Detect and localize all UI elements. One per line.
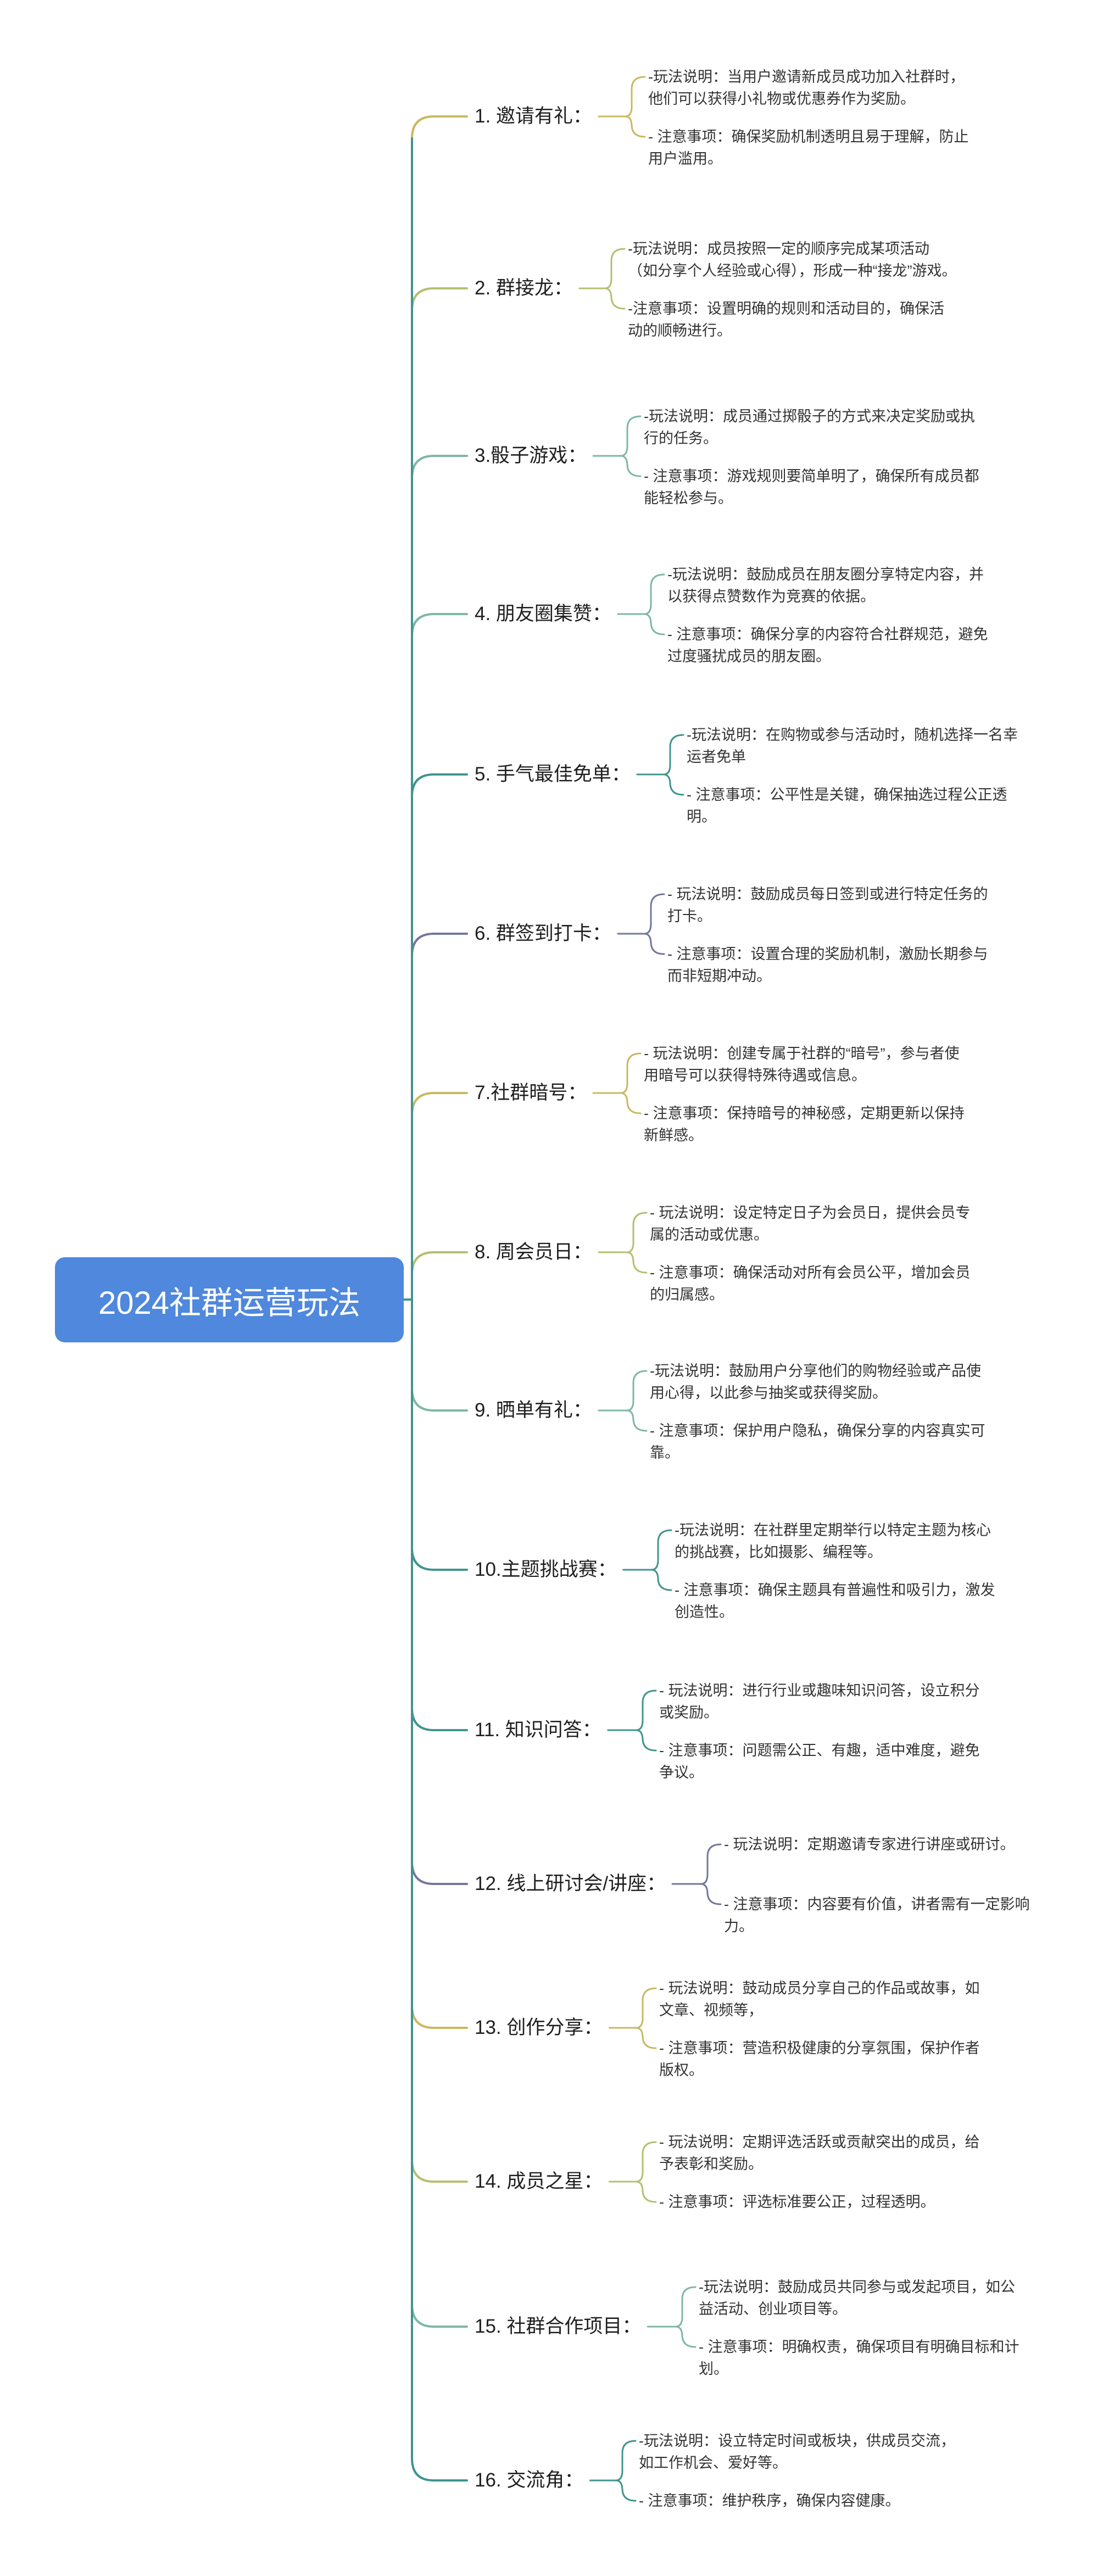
note-bracket: [604, 248, 626, 310]
note-rule: -玩法说明：设立特定时间或板块，供成员交流，如工作机会、爱好等。: [639, 2433, 955, 2471]
note-rule: - 玩法说明：定期邀请专家进行讲座或研讨。: [724, 1836, 1015, 1853]
branch-title[interactable]: 14. 成员之星：: [475, 2171, 603, 2192]
branch-title[interactable]: 13. 创作分享：: [475, 2017, 603, 2038]
note-rule: -玩法说明：鼓励成员在朋友圈分享特定内容，并以获得点赞数作为竞赛的依据。: [667, 566, 984, 605]
note-caution: - 注意事项：营造积极健康的分享氛围，保护作者版权。: [659, 2040, 980, 2078]
branch-title[interactable]: 16. 交流角：: [475, 2469, 584, 2491]
branch-connector: [411, 115, 468, 140]
branch-title[interactable]: 1. 邀请有礼：: [475, 105, 592, 127]
note-rule: -玩法说明：鼓励用户分享他们的购物经验或产品使用心得，以此参与抽奖或获得奖励。: [650, 1363, 981, 1401]
note-caution: - 注意事项：问题需公正、有趣，适中难度，避免争议。: [659, 1742, 980, 1781]
branch-title[interactable]: 9. 晒单有礼：: [475, 1399, 592, 1421]
branch-title[interactable]: 12. 线上研讨会/讲座：: [475, 1873, 666, 1894]
note-bracket: [636, 1987, 657, 2049]
note-caution: -注意事项：设置明确的规则和活动目的，确保活动的顺畅进行。: [628, 300, 944, 339]
branch-title[interactable]: 3.骰子游戏：: [475, 445, 587, 466]
branch-title[interactable]: 5. 手气最佳免单：: [475, 763, 631, 785]
branch-title[interactable]: 15. 社群合作项目：: [475, 2316, 642, 2337]
note-bracket: [626, 1212, 648, 1274]
note-rule: - 玩法说明：设定特定日子为会员日，提供会员专属的活动或优惠。: [650, 1205, 971, 1243]
note-bracket: [615, 2440, 637, 2502]
note-bracket: [644, 573, 665, 635]
note-bracket: [644, 893, 665, 955]
note-rule: - 玩法说明：创建专属于社群的“暗号”，参与者使用暗号可以获得特殊待遇或信息。: [644, 1045, 960, 1084]
branch-connector: [411, 1387, 468, 1412]
note-rule: - 玩法说明：定期评选活跃或贡献突出的成员，给予表彰和奖励。: [659, 2134, 980, 2172]
note-rule: -玩法说明：在社群里定期举行以特定主题为核心的挑战赛，比如摄影、编程等。: [675, 1522, 991, 1560]
branch-connector: [411, 933, 468, 957]
branch-title[interactable]: 6. 群签到打卡：: [475, 923, 611, 944]
branch-connector: [411, 2304, 468, 2328]
note-rule: -玩法说明：成员按照一定的顺序完成某项活动（如分享个人经验或心得），形成一种“接…: [628, 241, 957, 279]
note-bracket: [626, 1370, 648, 1432]
note-rule: - 玩法说明：鼓动成员分享自己的作品或故事，如文章、视频等，: [659, 1980, 980, 2019]
note-caution: - 注意事项：保持暗号的神秘感，定期更新以保持新鲜感。: [644, 1105, 965, 1144]
branch-title[interactable]: 2. 群接龙：: [475, 277, 573, 299]
note-bracket: [620, 415, 642, 477]
branch-connector: [411, 455, 468, 479]
note-bracket: [651, 1529, 672, 1591]
note-bracket: [636, 1690, 657, 1752]
branch-connector: [411, 773, 468, 798]
branch-connector: [411, 1547, 468, 1571]
branch-connector: [411, 2159, 468, 2183]
branch-title[interactable]: 11. 知识问答：: [475, 1719, 601, 1741]
note-caution: - 注意事项：确保活动对所有会员公平，增加会员的归属感。: [650, 1264, 971, 1303]
branch-connector: [411, 1092, 468, 1116]
root-topic[interactable]: 2024社群运营玩法: [55, 1257, 404, 1342]
note-caution: - 注意事项：游戏规则要简单明了，确保所有成员都能轻松参与。: [644, 468, 979, 506]
note-rule: - 玩法说明：进行行业或趣味知识问答，设立积分或奖励。: [659, 1682, 980, 1721]
branch-title[interactable]: 4. 朋友圈集赞：: [475, 603, 611, 625]
note-rule: -玩法说明：成员通过掷骰子的方式来决定奖励或执行的任务。: [644, 408, 975, 447]
branch-connector: [411, 1861, 468, 1885]
note-bracket: [620, 1052, 642, 1114]
note-caution: - 注意事项：确保奖励机制透明且易于理解，防止用户滥用。: [648, 129, 969, 167]
branch-title[interactable]: 10.主题挑战赛：: [475, 1559, 617, 1580]
note-bracket: [636, 2141, 657, 2203]
note-rule: -玩法说明：鼓励成员共同参与或发起项目，如公益活动、创业项目等。: [699, 2279, 1015, 2317]
note-bracket: [625, 76, 646, 138]
note-caution: - 注意事项：设置合理的奖励机制，激励长期参与而非短期冲动。: [667, 946, 988, 984]
branch-connector: [411, 287, 468, 311]
note-caution: - 注意事项：明确权责，确保项目有明确目标和计划。: [699, 2339, 1020, 2377]
branch-connector: [411, 1707, 468, 1731]
note-rule: - 玩法说明：鼓励成员每日签到或进行特定任务的打卡。: [667, 886, 988, 924]
note-caution: - 注意事项：公平性是关键，确保抽选过程公正透明。: [687, 787, 1007, 825]
note-rule: -玩法说明：当用户邀请新成员成功加入社群时，他们可以获得小礼物或优惠券作为奖励。: [648, 69, 965, 107]
note-bracket: [675, 2286, 697, 2348]
branch-connector: [411, 2005, 468, 2029]
note-caution: - 注意事项：内容要有价值，讲者需有一定影响力。: [724, 1896, 1030, 1934]
branch-connector: [411, 1251, 468, 1275]
branch-connector: [411, 613, 468, 637]
note-caution: - 注意事项：维护秩序，确保内容健康。: [639, 2493, 900, 2509]
branch-title[interactable]: 8. 周会员日：: [475, 1241, 592, 1263]
note-caution: - 注意事项：确保主题具有普遍性和吸引力，激发创造性。: [675, 1582, 995, 1620]
note-caution: - 注意事项：保护用户隐私，确保分享的内容真实可靠。: [650, 1423, 985, 1461]
note-bracket: [663, 734, 684, 796]
note-bracket: [700, 1843, 722, 1905]
branch-title[interactable]: 7.社群暗号：: [475, 1082, 587, 1103]
note-caution: - 注意事项：评选标准要公正，过程透明。: [659, 2194, 935, 2210]
note-rule: -玩法说明：在购物或参与活动时，随机选择一名幸运者免单: [687, 727, 1018, 765]
branch-connector: [411, 2457, 468, 2482]
note-caution: - 注意事项：确保分享的内容符合社群规范，避免过度骚扰成员的朋友圈。: [667, 626, 988, 665]
